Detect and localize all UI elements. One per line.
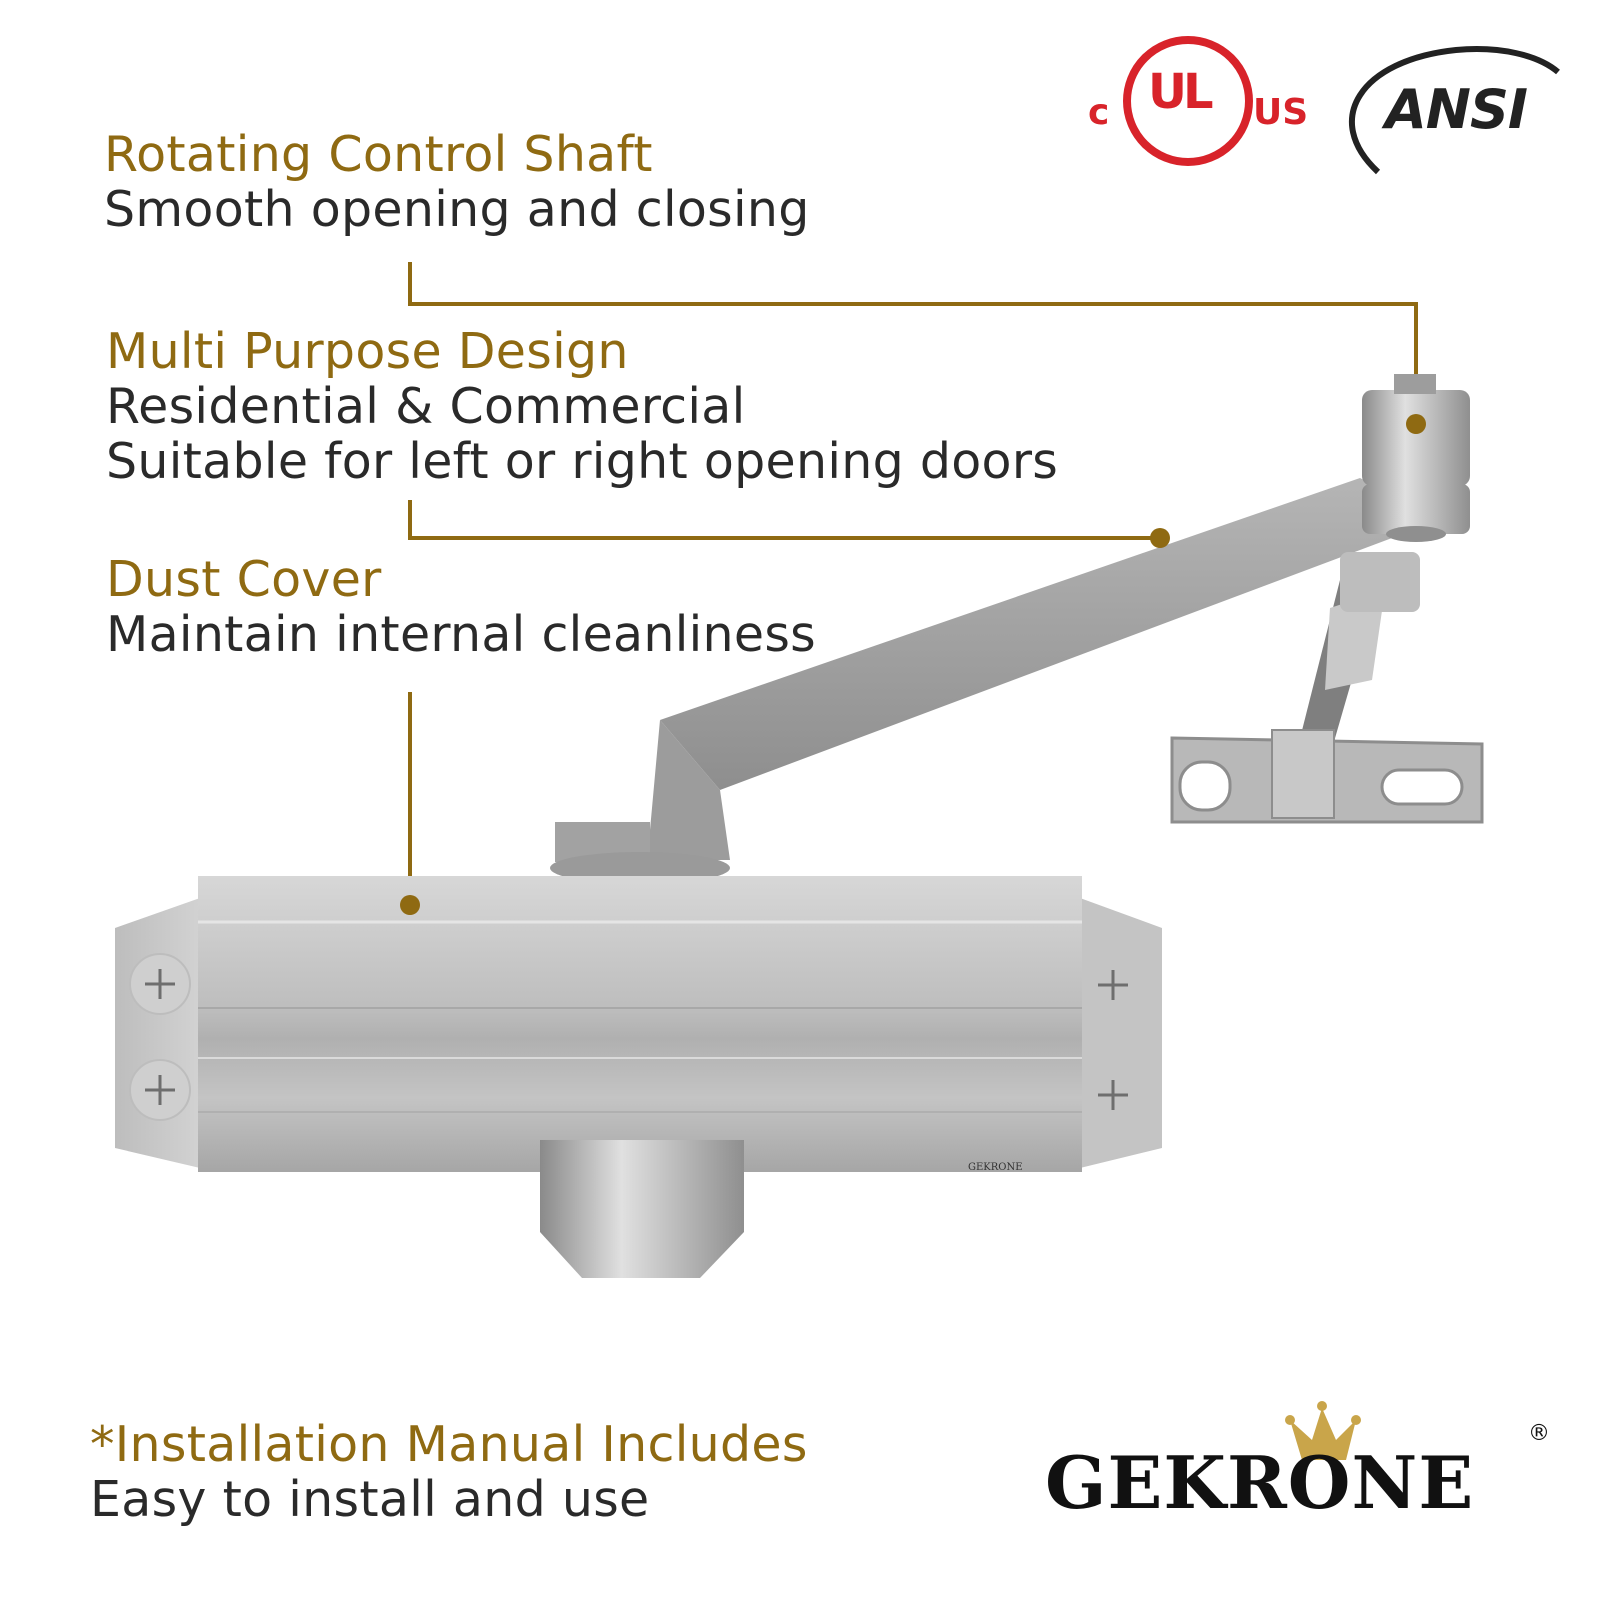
pivot-shaft <box>1340 374 1470 612</box>
svg-text:GEKRONE: GEKRONE <box>968 1162 1023 1173</box>
callout-line-design <box>408 500 1160 540</box>
ul-c-mark: c <box>1088 92 1110 133</box>
feature-title: Multi Purpose Design <box>106 323 629 380</box>
mounting-screws <box>129 953 1128 1121</box>
ul-logo <box>1123 36 1253 166</box>
closer-body: GEKRONE <box>115 876 1162 1173</box>
callout-dots <box>400 414 1426 915</box>
feature-installation-manual: *Installation Manual Includes Easy to in… <box>90 1416 808 1528</box>
feature-desc: Smooth opening and closing <box>104 180 810 238</box>
feature-title: *Installation Manual Includes <box>90 1416 808 1473</box>
feature-rotating-control-shaft: Rotating Control Shaft Smooth opening an… <box>104 126 810 238</box>
callout-line-shaft <box>408 262 1418 420</box>
feature-dust-cover: Dust Cover Maintain internal cleanliness <box>106 551 817 663</box>
callout-lines <box>408 262 1418 905</box>
ansi-swoosh <box>1348 46 1560 175</box>
registered-mark: ® <box>1528 1421 1550 1446</box>
feature-desc: Maintain internal cleanliness <box>106 605 817 663</box>
feature-desc: Suitable for left or right opening doors <box>106 432 1059 490</box>
brand-logo: GEKRONE <box>1045 1440 1475 1525</box>
main-arm <box>555 478 1440 862</box>
feature-desc: Easy to install and use <box>90 1470 650 1528</box>
adjustment-nut <box>540 1140 744 1278</box>
ansi-logo: ANSI <box>1385 78 1528 141</box>
ul-us-mark: US <box>1253 92 1309 133</box>
feature-title: Dust Cover <box>106 551 382 608</box>
feature-title: Rotating Control Shaft <box>104 126 653 183</box>
ul-mark: UL <box>1148 64 1214 120</box>
feature-desc: Residential & Commercial <box>106 377 746 435</box>
crown-icon <box>1285 1401 1361 1460</box>
shoe-bracket <box>1170 729 1484 824</box>
feature-multi-purpose-design: Multi Purpose Design Residential & Comme… <box>106 323 1059 490</box>
